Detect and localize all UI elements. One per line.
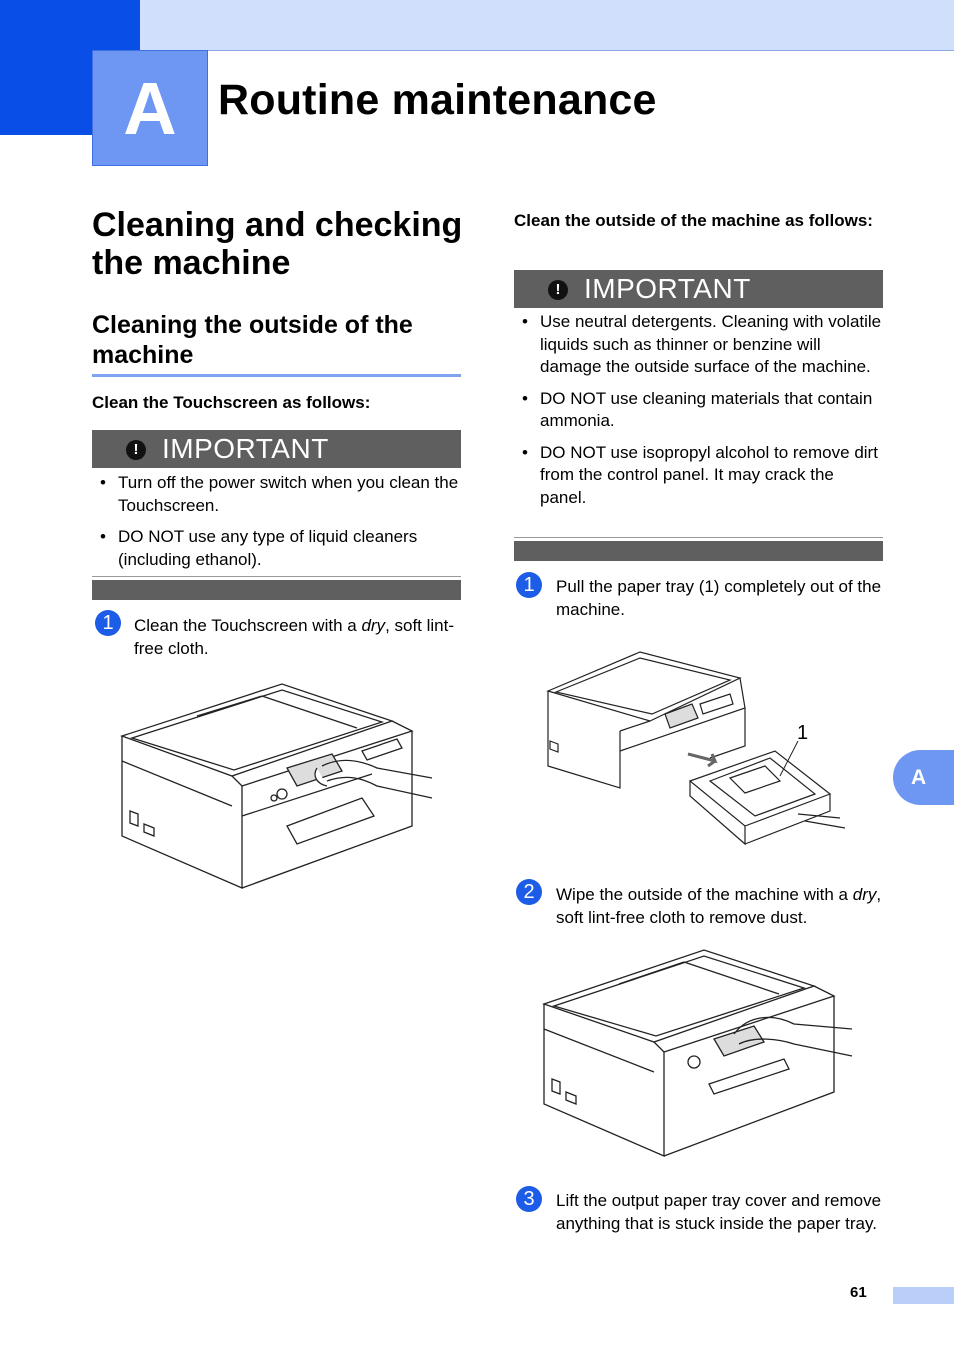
warning-icon: !	[548, 280, 568, 300]
list-item-text: Turn off the power switch when you clean…	[118, 473, 459, 515]
step-text: Pull the paper tray (1) completely out o…	[556, 577, 882, 619]
step-text: Lift the output paper tray cover and rem…	[556, 1191, 882, 1233]
list-item-text: DO NOT use isopropyl alcohol to remove d…	[540, 442, 878, 507]
important-list-left: •Turn off the power switch when you clea…	[92, 472, 462, 580]
step-text-part: , soft lint-free cloth to remove dust.	[556, 885, 882, 927]
list-item-text: DO NOT use any type of liquid cleaners (…	[118, 527, 418, 569]
step-number: 2	[516, 879, 542, 905]
step-text-emphasis: dry	[361, 616, 386, 635]
lead-outside: Clean the outside of the machine as foll…	[514, 211, 873, 230]
printer-touchscreen-illustration	[120, 683, 433, 889]
page-number: 61	[850, 1284, 867, 1301]
step-text: Clean the Touchscreen with a dry, soft l…	[134, 615, 464, 660]
step-text-part: , soft lint-free cloth.	[134, 616, 455, 658]
list-item-text: DO NOT use cleaning materials that conta…	[540, 388, 873, 431]
chapter-letter: A	[92, 50, 208, 166]
list-item: •DO NOT use cleaning materials that cont…	[522, 388, 873, 431]
lead-touchscreen: Clean the Touchscreen as follows:	[92, 393, 371, 412]
divider	[514, 537, 883, 538]
printer-wipe-illustration	[541, 949, 853, 1157]
step-number: 1	[95, 610, 121, 636]
list-item: •Use neutral detergents. Cleaning with v…	[522, 312, 882, 376]
heading-underline	[92, 374, 461, 377]
step-number: 3	[516, 1186, 542, 1212]
step-text-part: Wipe the outside of the machine with a	[556, 885, 853, 904]
list-item: •DO NOT use isopropyl alcohol to remove …	[522, 442, 878, 507]
step-text-emphasis: dry	[852, 885, 877, 904]
list-item-text: Use neutral detergents. Cleaning with vo…	[540, 312, 882, 376]
chapter-side-tab: A	[893, 750, 954, 805]
list-item: •Turn off the power switch when you clea…	[100, 473, 459, 515]
important-banner-right: ! IMPORTANT	[514, 270, 883, 308]
important-end-bar	[514, 541, 883, 561]
list-item: •DO NOT use any type of liquid cleaners …	[100, 527, 418, 569]
chapter-title: Routine maintenance	[218, 76, 657, 124]
important-label: IMPORTANT	[584, 273, 751, 304]
divider	[92, 576, 461, 577]
header-band	[0, 0, 954, 51]
subsection-heading: Cleaning the outside of the machine	[92, 311, 413, 369]
step-text-part: Clean the Touchscreen with a	[134, 616, 362, 635]
important-end-bar	[92, 580, 461, 600]
important-banner-left: ! IMPORTANT	[92, 430, 461, 468]
section-heading: Cleaning and checking the machine	[92, 206, 463, 282]
callout-label: 1	[797, 722, 809, 744]
paper-tray-illustration	[546, 651, 846, 846]
page-number-bar	[893, 1287, 954, 1304]
important-label: IMPORTANT	[162, 433, 329, 464]
important-list-right: •Use neutral detergents. Cleaning with v…	[514, 311, 884, 518]
warning-icon: !	[126, 440, 146, 460]
step-text: Wipe the outside of the machine with a d…	[556, 884, 886, 929]
step-number: 1	[516, 572, 542, 598]
